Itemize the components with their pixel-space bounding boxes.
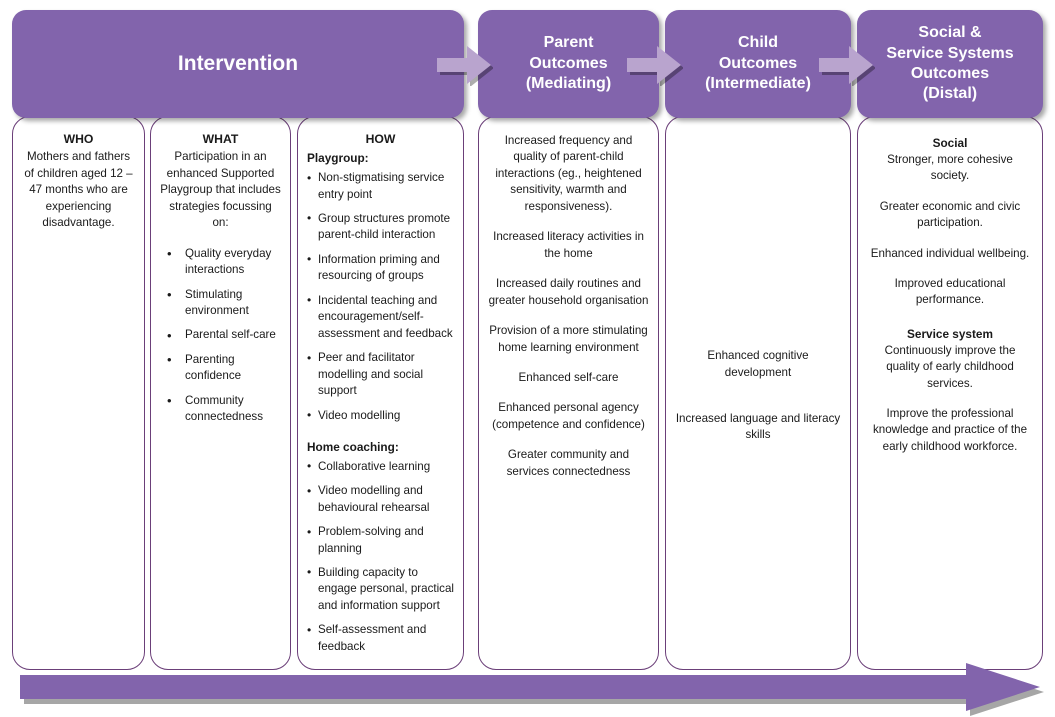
what-heading: WHAT [202, 132, 239, 146]
list-item: Information priming and resourcing of gr… [307, 251, 454, 285]
list-item: Stimulating environment [160, 286, 281, 320]
header-line: Parent [543, 34, 594, 52]
service-system-heading: Service system [907, 326, 993, 341]
parent-outcome-item: Enhanced personal agency (competence and… [492, 401, 645, 431]
service-outcome-item: Improve the professional knowledge and p… [872, 407, 1028, 453]
header-child-outcomes-label: Child Outcomes (Intermediate) [705, 33, 811, 94]
how-playgroup-list: Non-stigmatising service entry point Gro… [307, 170, 454, 425]
header-line: Service Systems [886, 44, 1014, 62]
header-line: (Mediating) [525, 75, 612, 93]
service-outcome-item: Continuously improve the quality of earl… [884, 343, 1016, 390]
header-social-service-outcomes-label: Social & Service Systems Outcomes (Dista… [886, 23, 1013, 105]
parent-outcome-item: Increased frequency and quality of paren… [495, 134, 642, 213]
header-line: (Distal) [922, 85, 978, 103]
header-line: Outcomes [529, 54, 608, 72]
child-outcome-item: Enhanced cognitive development [707, 349, 809, 379]
social-outcome-item: Greater economic and civic participation… [879, 199, 1021, 230]
list-item: Group structures promote parent-child in… [307, 210, 454, 244]
header-child-outcomes: Child Outcomes (Intermediate) [665, 10, 851, 118]
list-item: Problem-solving and planning [307, 524, 454, 557]
list-item: Video modelling and behavioural rehearsa… [307, 483, 454, 516]
header-line: Child [737, 34, 778, 52]
list-item: Quality everyday interactions [160, 245, 281, 279]
list-item: Video modelling [307, 407, 454, 425]
column-who: WHO Mothers and fathers of children aged… [12, 116, 145, 670]
parent-outcome-item: Enhanced self-care [518, 370, 619, 384]
parent-outcome-item: Greater community and services connected… [506, 448, 631, 478]
header-line: (Intermediate) [705, 75, 811, 93]
social-outcome-item: Enhanced individual wellbeing. [870, 246, 1030, 260]
list-item: Parental self-care [160, 327, 281, 346]
what-body: Participation in an enhanced Supported P… [160, 150, 281, 230]
arrow-right-icon-intervention-to-parent [435, 44, 493, 86]
parent-outcome-item: Provision of a more stimulating home lea… [489, 324, 648, 354]
how-home-coaching-list: Collaborative learning Video modelling a… [307, 458, 454, 656]
header-intervention: Intervention [12, 10, 464, 118]
header-intervention-label: Intervention [177, 51, 299, 75]
column-what: WHAT Participation in an enhanced Suppor… [150, 116, 291, 670]
list-item: Community connectedness [160, 392, 281, 426]
header-parent-outcomes-label: Parent Outcomes (Mediating) [526, 33, 611, 94]
list-item: Collaborative learning [307, 458, 454, 476]
arrow-right-icon-parent-to-child [625, 44, 683, 86]
who-body: Mothers and fathers of children aged 12 … [24, 150, 133, 230]
header-social-service-outcomes: Social & Service Systems Outcomes (Dista… [857, 10, 1043, 118]
how-heading: HOW [365, 132, 396, 146]
header-line: Social & [918, 24, 982, 42]
how-playgroup-label: Playgroup: [307, 151, 369, 166]
social-outcome-item: Improved educational performance. [894, 277, 1006, 307]
column-child-outcomes: Enhanced cognitive development Increased… [665, 116, 851, 670]
social-outcome-item: Stronger, more cohesive society. [887, 152, 1013, 183]
what-bullet-list: Quality everyday interactions Stimulatin… [160, 245, 281, 426]
column-how: HOW Playgroup: Non-stigmatising service … [297, 116, 464, 670]
column-parent-outcomes: Increased frequency and quality of paren… [478, 116, 659, 670]
child-outcome-item: Increased language and literacy skills [675, 412, 841, 442]
header-line: Outcomes [718, 54, 798, 72]
list-item: Peer and facilitator modelling and socia… [307, 350, 454, 399]
list-item: Self-assessment and feedback [307, 622, 454, 655]
parent-outcome-item: Increased literacy activities in the hom… [493, 230, 644, 260]
timeline-arrow-right-icon [14, 663, 1044, 717]
parent-outcome-item: Increased daily routines and greater hou… [488, 277, 649, 307]
how-home-coaching-label: Home coaching: [307, 439, 399, 454]
arrow-right-icon-child-to-social [817, 44, 875, 86]
list-item: Building capacity to engage personal, pr… [307, 564, 454, 614]
list-item: Incidental teaching and encouragement/se… [307, 292, 454, 342]
column-social-service-outcomes: Social Stronger, more cohesive society. … [857, 116, 1043, 670]
who-heading: WHO [63, 132, 94, 146]
social-heading: Social [932, 136, 968, 150]
header-line: Outcomes [910, 65, 990, 82]
list-item: Parenting confidence [160, 351, 281, 385]
list-item: Non-stigmatising service entry point [307, 170, 454, 203]
